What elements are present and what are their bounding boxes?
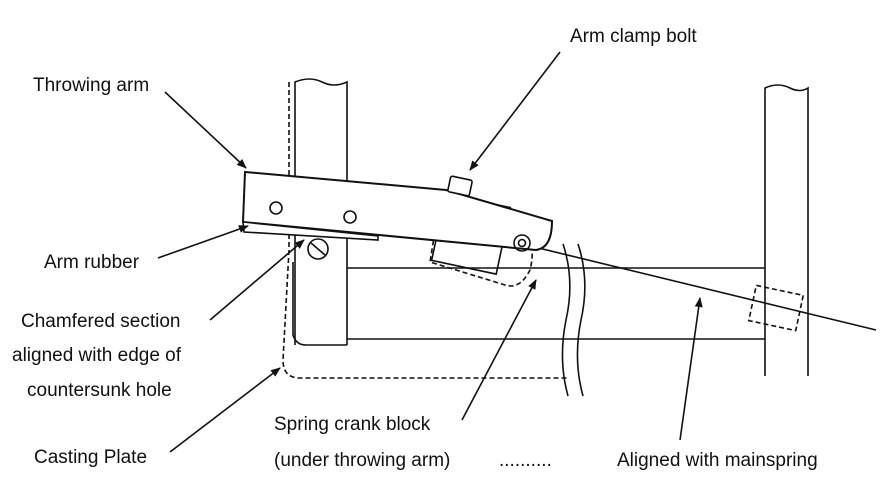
- mainspring-leader: [679, 297, 703, 441]
- label-throwing-arm: Throwing arm: [33, 75, 149, 96]
- break-line-2: [576, 243, 586, 397]
- label-leader-dots: ..........: [499, 450, 552, 471]
- label-chamfered-line-1: Chamfered section: [21, 311, 180, 332]
- label-spring-crank-line-1: Spring crank block: [274, 414, 431, 435]
- countersunk-screw: [307, 238, 329, 260]
- arm-clamp-bolt: [447, 175, 473, 197]
- label-spring-crank-line-2: (under throwing arm): [274, 450, 450, 471]
- label-chamfered-line-2: aligned with edge of: [12, 345, 182, 366]
- chamfered-section-leader: [209, 239, 305, 321]
- label-arm-clamp-bolt: Arm clamp bolt: [570, 26, 697, 47]
- spring-crank-block-leader: [461, 279, 537, 421]
- label-casting-plate: Casting Plate: [34, 447, 147, 468]
- arm-clamp-bolt-leader: [469, 51, 561, 171]
- casting-plate-leader: [169, 367, 281, 453]
- throwing-arm: [241, 170, 554, 252]
- horizontal-frame: [347, 267, 765, 340]
- right-post: [764, 84, 809, 376]
- label-chamfered-line-3: countersunk hole: [27, 380, 172, 401]
- label-aligned-with-mainspring: Aligned with mainspring: [617, 450, 818, 471]
- casting-plate: [282, 249, 568, 379]
- throwing-arm-leader: [164, 91, 247, 169]
- label-arm-rubber: Arm rubber: [44, 252, 140, 273]
- arm-rubber-leader: [157, 225, 249, 259]
- mainspring-anchor-dashed: [747, 284, 805, 332]
- post-bracket: [292, 262, 347, 346]
- break-line-1: [561, 243, 571, 397]
